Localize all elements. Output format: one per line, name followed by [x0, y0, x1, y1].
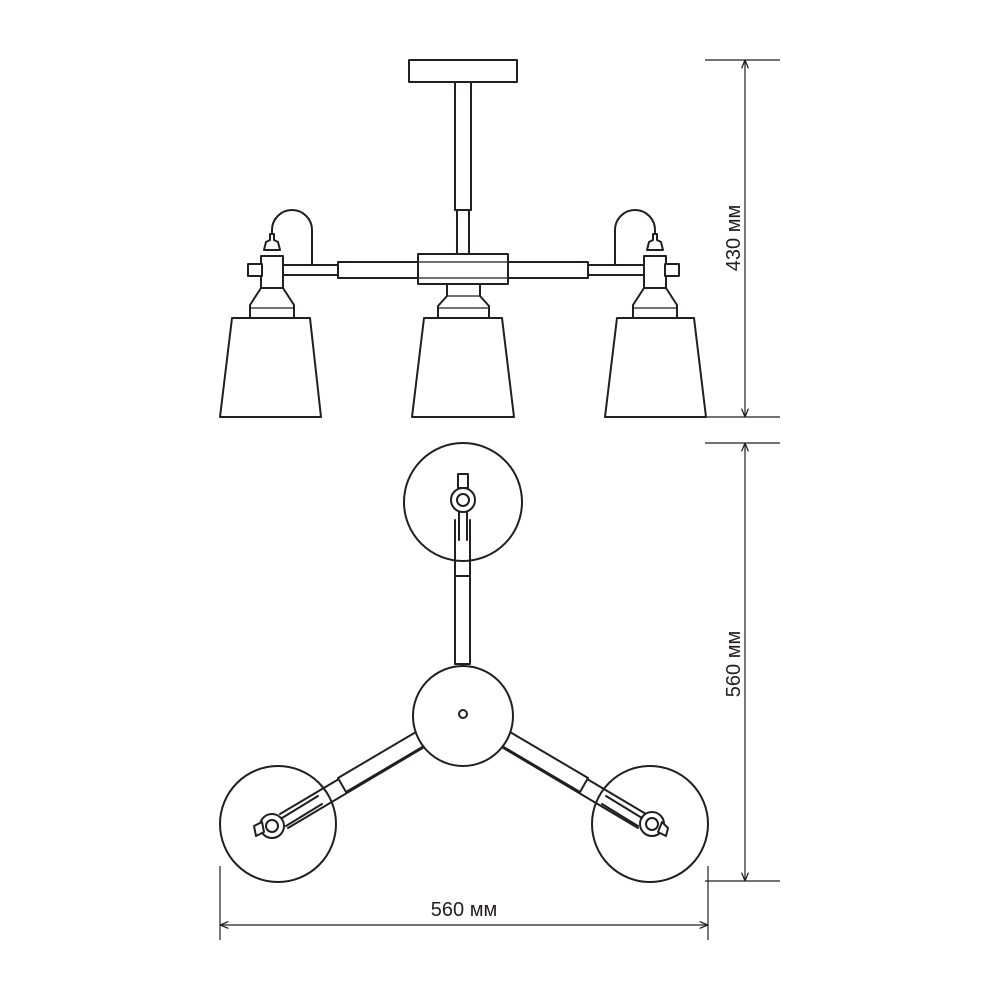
left-lamp-disc [219, 765, 337, 883]
top-view [219, 442, 709, 883]
left-shade [219, 317, 322, 418]
right-lamp-disc [591, 765, 709, 883]
center-holder [437, 283, 490, 319]
right-holder [646, 233, 664, 251]
depth-label: 560 мм [723, 631, 745, 697]
dimension-height: 430 мм [705, 59, 780, 418]
dimension-depth: 560 мм [705, 442, 780, 882]
right-arm [499, 731, 647, 829]
top-lamp-disc [403, 442, 523, 562]
dimension-width: 560 мм [219, 866, 709, 940]
arm-sleeve-left [337, 261, 421, 279]
height-label: 430 мм [723, 205, 745, 271]
left-holder [263, 233, 281, 251]
center-hub [417, 253, 509, 285]
center-hub-hole [458, 709, 468, 719]
center-hub-disc [412, 665, 514, 767]
left-arm [279, 731, 427, 829]
right-hook [614, 209, 656, 266]
left-hook [271, 209, 313, 266]
main-rod [454, 81, 472, 211]
ceiling-canopy [408, 59, 518, 83]
main-rod-lower [456, 209, 470, 255]
front-view [219, 59, 707, 418]
arm-sleeve-right [505, 261, 589, 279]
center-shade [411, 317, 515, 418]
width-label: 560 мм [431, 899, 497, 921]
top-arm-sleeve [454, 575, 471, 665]
right-shade [604, 317, 707, 418]
